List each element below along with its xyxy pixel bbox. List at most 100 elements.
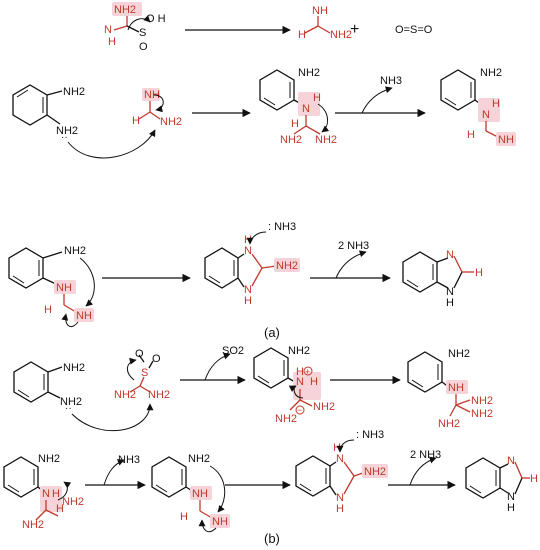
label-nh2: NH2 bbox=[60, 396, 82, 408]
label-n: N bbox=[302, 103, 310, 115]
label-nh2: NH2 bbox=[63, 86, 85, 98]
amidine-product: NH2 H N H NH bbox=[440, 67, 516, 146]
label-nh2: NH2 bbox=[114, 4, 136, 16]
label-n: N bbox=[244, 284, 252, 296]
formamidine-sulfinic-reagent: O O S NH2 NH2 bbox=[114, 348, 170, 401]
label-nh2: NH2 bbox=[114, 389, 136, 401]
cyclization-reactant: NH2 NH H NH bbox=[8, 245, 95, 327]
label-h: H bbox=[296, 366, 304, 378]
label-nh2: NH2 bbox=[471, 408, 493, 420]
label-h: H bbox=[44, 304, 52, 316]
label-h: H bbox=[492, 98, 500, 110]
cyclic-aminal-intermediate: N H N H NH2 : NH3 bbox=[204, 221, 300, 307]
formamidine-reactant: NH H NH2 bbox=[132, 88, 182, 128]
label-o-h: O H bbox=[146, 13, 166, 25]
label-h: H bbox=[475, 267, 483, 279]
label-n: N bbox=[336, 492, 344, 504]
nucleophilic-attack-arrow bbox=[67, 129, 156, 159]
label-nh: NH bbox=[76, 310, 92, 322]
charge-minus: − bbox=[297, 405, 302, 415]
label-h: H bbox=[52, 488, 60, 500]
label-nh2: NH2 bbox=[62, 496, 84, 508]
label-nh: NH bbox=[56, 282, 72, 294]
label-nh2: NH2 bbox=[298, 67, 320, 79]
label-nh2: NH2 bbox=[38, 453, 60, 465]
byproduct-2nh3: 2 NH3 bbox=[410, 449, 441, 461]
benzimidazole-product: N N H H bbox=[402, 249, 483, 309]
label-n: N bbox=[244, 245, 252, 257]
product-formamidine: NH H NH2 bbox=[298, 5, 352, 41]
label-nh: NH bbox=[144, 89, 160, 101]
label-nh2: NH2 bbox=[276, 260, 298, 272]
label-nh2: NH2 bbox=[64, 245, 86, 257]
elimination-arrow bbox=[335, 250, 367, 279]
label-nh: NH bbox=[212, 516, 228, 528]
label-h: H bbox=[507, 502, 515, 514]
label-h: H bbox=[298, 29, 306, 41]
label-n: N bbox=[507, 491, 515, 503]
aminal-product-b: NH2 NH NH2 NH2 NH2 bbox=[407, 348, 493, 430]
elimination-arrow bbox=[204, 352, 231, 381]
byproduct-nh3: NH3 bbox=[118, 454, 140, 466]
label-nh2: NH2 bbox=[364, 466, 386, 478]
aminal-reactant-b2: NH2 N H H NH2 NH2 bbox=[3, 453, 84, 531]
label-nh2: NH2 bbox=[22, 519, 44, 531]
label-h: H bbox=[291, 118, 299, 130]
label-nh2: NH2 bbox=[313, 401, 335, 413]
label-h: H bbox=[313, 92, 321, 104]
label-n: N bbox=[336, 453, 344, 465]
label-nh: NH bbox=[312, 5, 328, 17]
label-s: S bbox=[141, 367, 148, 379]
cyclic-aminal-b2: N H N H NH2 : NH3 bbox=[295, 429, 388, 515]
label-n: N bbox=[482, 109, 490, 121]
label-nh2: NH2 bbox=[471, 395, 493, 407]
lone-pair: ·· bbox=[61, 132, 68, 143]
label-nh2: NH2 bbox=[315, 134, 337, 146]
o-phenylenediamine-b: NH2 NH2 ·· bbox=[13, 361, 85, 414]
label-h: H bbox=[244, 295, 252, 307]
lone-pair: ·· bbox=[65, 403, 72, 414]
charge-plus: + bbox=[305, 367, 310, 376]
tetrahedral-intermediate: NH2 H N H NH2 NH2 bbox=[259, 67, 337, 146]
amidine-reactant-b2: NH2 NH H NH bbox=[151, 453, 230, 533]
label-nh: NH bbox=[498, 134, 514, 146]
label-h: H bbox=[132, 115, 140, 127]
byproduct-2nh3: 2 NH3 bbox=[338, 240, 369, 252]
caption-a: (a) bbox=[264, 325, 280, 340]
label-n: N bbox=[104, 24, 112, 36]
label-h: H bbox=[446, 297, 454, 309]
label-o: O bbox=[139, 41, 148, 53]
byproduct-nh3: NH3 bbox=[380, 75, 402, 87]
label-nh2: NH2 bbox=[160, 116, 182, 128]
label-h: H bbox=[530, 473, 538, 485]
reagent-sulfinic-acid: NH2 N H S O H O bbox=[104, 2, 166, 53]
label-nh: NH bbox=[448, 382, 464, 394]
elimination-arrow bbox=[103, 459, 125, 486]
label-nh3: : NH3 bbox=[268, 221, 296, 233]
label-nh2: NH2 bbox=[63, 362, 85, 374]
nucleophilic-attack-arrow bbox=[71, 403, 154, 432]
label-nh2: NH2 bbox=[148, 389, 170, 401]
label-nh2: NH2 bbox=[280, 134, 302, 146]
label-nh2: NH2 bbox=[480, 67, 502, 79]
label-n: N bbox=[507, 455, 515, 467]
label-nh2: NH2 bbox=[288, 345, 310, 357]
plus-sign: + bbox=[350, 21, 359, 38]
elimination-arrow bbox=[409, 456, 437, 486]
label-h: H bbox=[180, 511, 188, 523]
label-nh3: : NH3 bbox=[356, 429, 384, 441]
byproduct-so2: SO2 bbox=[222, 345, 244, 357]
label-nh2: NH2 bbox=[56, 125, 78, 137]
label-o: O bbox=[152, 353, 161, 365]
label-o: O bbox=[135, 348, 144, 360]
caption-b: (b) bbox=[264, 531, 280, 546]
label-h: H bbox=[56, 503, 64, 515]
label-nh2: NH2 bbox=[330, 29, 352, 41]
label-h: H bbox=[310, 376, 318, 388]
label-s: S bbox=[139, 27, 146, 39]
benzimidazole-product-b: N N H H bbox=[465, 455, 538, 514]
label-h: H bbox=[467, 129, 475, 141]
zwitterion-intermediate: NH2 N H H + − NH2 NH2 bbox=[253, 345, 335, 425]
